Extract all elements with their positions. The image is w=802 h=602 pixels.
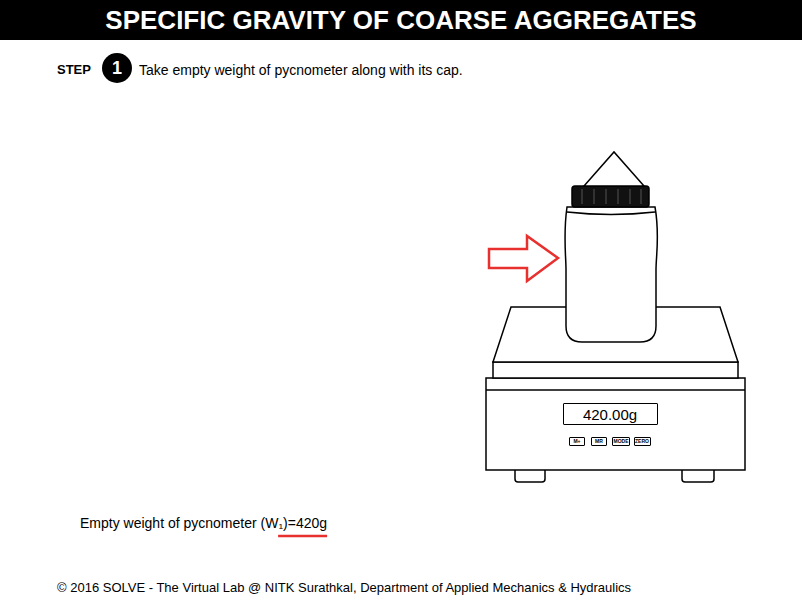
marks <box>278 536 327 537</box>
scale-body <box>486 378 745 470</box>
instruction-text: Take empty weight of pycnometer along wi… <box>139 62 463 78</box>
button-label: MODE <box>614 439 629 444</box>
scale-pan-edge <box>493 362 738 378</box>
jar-rim <box>567 212 655 215</box>
page-title: SPECIFIC GRAVITY OF COARSE AGGREGATES <box>105 5 696 36</box>
scale-button: ZERO <box>634 437 651 446</box>
result-text: Empty weight of pycnometer (W₁)=420g <box>80 515 327 531</box>
scale-edge <box>486 389 745 391</box>
scale-display: 420.00g <box>563 403 658 425</box>
button-label: MR <box>595 439 603 444</box>
jar-body <box>565 207 658 342</box>
pointer-arrow <box>489 236 558 281</box>
step-number: 1 <box>112 59 122 77</box>
scale-button: MODE <box>612 437 630 446</box>
weight-reading: 420.00g <box>583 407 637 422</box>
jar-cap-ring <box>572 186 649 207</box>
cap-ribs <box>582 189 641 204</box>
step-label: STEP <box>57 63 91 78</box>
title-band: SPECIFIC GRAVITY OF COARSE AGGREGATES <box>0 0 802 40</box>
scale-button: M+ <box>569 437 585 446</box>
button-label: ZERO <box>635 439 649 444</box>
result-underline <box>278 535 327 538</box>
pycnometer <box>565 152 658 342</box>
step-number-circle: 1 <box>102 53 132 83</box>
copyright-footer: © 2016 SOLVE - The Virtual Lab @ NITK Su… <box>57 581 631 596</box>
button-label: M+ <box>573 439 580 444</box>
cone-cap <box>584 152 644 186</box>
scale-button: MR <box>591 437 607 446</box>
